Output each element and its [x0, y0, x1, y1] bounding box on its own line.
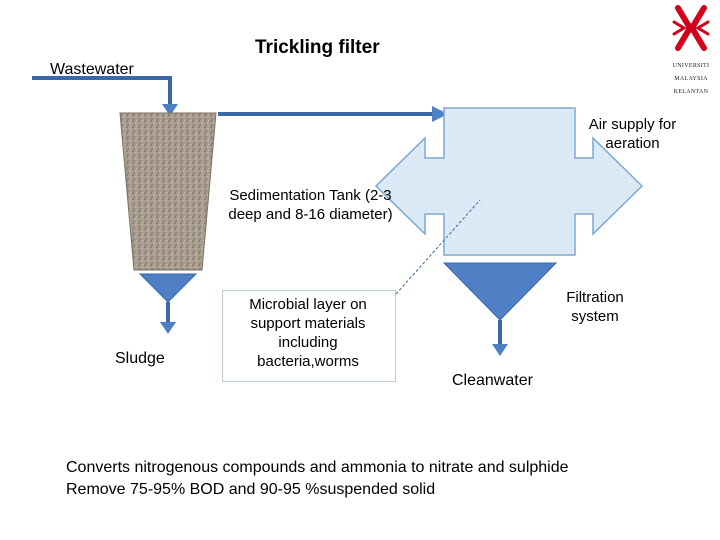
sedimentation-tank: [374, 107, 644, 256]
air-supply-label: Air supply for aeration: [588, 116, 677, 152]
note-line-2: Remove 75-95% BOD and 90-95 %suspended s…: [66, 481, 436, 498]
wastewater-label: Wastewater: [50, 61, 134, 78]
microbial-callout-box: [222, 290, 396, 382]
university-logo: [672, 5, 710, 51]
wastewater-inlet-arrow: [32, 76, 172, 108]
sedimentation-label: Sedimentation Tank (2-3 deep and 8-16 di…: [228, 187, 393, 223]
sludge-arrowhead: [160, 322, 176, 334]
notes: Converts nitrogenous compounds and ammon…: [66, 457, 569, 501]
logo-wordmark: UNIVERSITI MALAYSIA KELANTAN: [664, 60, 718, 99]
transfer-arrowhead: [432, 106, 448, 122]
inlet-arrowhead: [162, 104, 178, 116]
cleanwater-arrowhead: [492, 344, 508, 356]
cleanwater-label: Cleanwater: [452, 372, 533, 389]
filtration-funnel: [442, 262, 558, 321]
note-line-1: Converts nitrogenous compounds and ammon…: [66, 459, 569, 476]
logo-line-3: KELANTAN: [673, 89, 709, 95]
microbial-label: Microbial layer on support materials inc…: [249, 296, 367, 370]
diagram-title: Trickling filter: [255, 37, 380, 58]
sludge-hopper: [138, 273, 198, 303]
trickling-filter-bed: [119, 112, 217, 271]
sludge-label: Sludge: [115, 350, 165, 367]
logo-line-1: UNIVERSITI: [672, 63, 710, 69]
filtration-label: Filtration system: [566, 289, 624, 325]
pointer-line: [395, 199, 481, 295]
logo-line-2: MALAYSIA: [674, 76, 708, 82]
